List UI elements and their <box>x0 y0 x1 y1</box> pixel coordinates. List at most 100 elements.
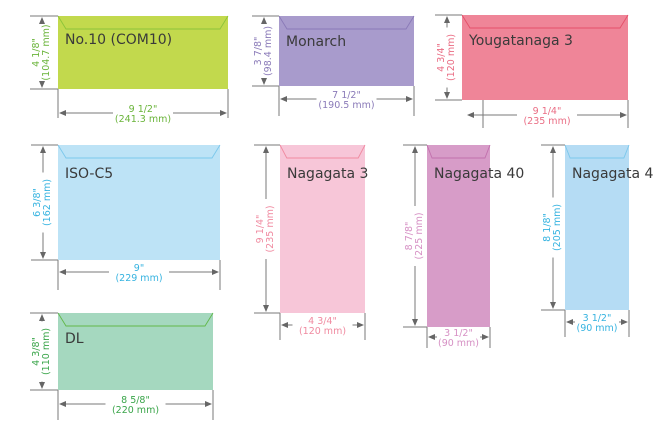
width-mm: (229 mm) <box>115 273 162 284</box>
envelope-flap <box>426 144 491 159</box>
arrow-right-icon <box>212 269 219 275</box>
arrow-down-icon <box>550 302 556 309</box>
width-mm: (90 mm) <box>576 323 617 334</box>
envelope-iso-c5: ISO-C5 6 3/8"(162 mm) 9"(229 mm) <box>31 144 221 290</box>
width-inches: 8 5/8" <box>121 395 150 406</box>
height-dimension: 8 7/8"(225 mm) <box>404 212 425 259</box>
height-dimension: 3 7/8"(98.4 mm) <box>253 26 274 76</box>
arrow-right-icon <box>482 334 489 340</box>
height-inches: 8 1/8" <box>542 213 553 242</box>
height-dimension: 8 1/8"(205 mm) <box>542 204 563 251</box>
envelope-body <box>280 145 365 313</box>
width-mm: (241.3 mm) <box>115 114 171 125</box>
envelope-body <box>427 145 490 327</box>
envelope-name: Nagagata 3 <box>287 166 368 182</box>
height-dimension: 6 3/8"(162 mm) <box>32 179 53 226</box>
envelope-body <box>58 145 220 260</box>
arrow-down-icon <box>39 81 45 88</box>
arrow-right-icon <box>220 110 227 116</box>
envelope-name: Monarch <box>286 34 346 50</box>
arrow-left-icon <box>280 96 287 102</box>
width-inches: 3 1/2" <box>583 313 612 324</box>
envelope-flap <box>279 144 366 159</box>
width-inches: 9 1/4" <box>533 106 562 117</box>
arrow-down-icon <box>39 382 45 389</box>
arrow-down-icon <box>261 78 267 85</box>
envelope-flap <box>278 15 415 30</box>
height-mm: (162 mm) <box>42 179 53 226</box>
arrow-down-icon <box>263 305 269 312</box>
envelope-flap <box>57 144 221 159</box>
height-inches: 4 1/8" <box>31 38 42 67</box>
arrow-up-icon <box>40 146 46 153</box>
arrow-down-icon <box>412 319 418 326</box>
arrow-left-icon <box>467 112 474 118</box>
height-mm: (120 mm) <box>446 34 457 81</box>
arrow-up-icon <box>39 17 45 24</box>
envelope-body <box>279 16 414 86</box>
arrow-left-icon <box>59 401 66 407</box>
width-mm: (190.5 mm) <box>318 100 374 111</box>
width-inches: 7 1/2" <box>332 90 361 101</box>
envelope-flap <box>461 14 629 29</box>
width-mm: (235 mm) <box>523 116 570 127</box>
envelope-nagagata-3: Nagagata 3 9 1/4"(235 mm) 4 3/4"(120 mm) <box>254 144 368 340</box>
height-inches: 4 3/4" <box>436 43 447 72</box>
arrow-right-icon <box>621 319 628 325</box>
width-inches: 9" <box>134 263 144 274</box>
width-inches: 4 3/4" <box>308 316 337 327</box>
height-inches: 9 1/4" <box>255 215 266 244</box>
envelope-name: Yougatanaga 3 <box>468 33 573 49</box>
height-dimension: 4 3/4"(120 mm) <box>436 34 457 81</box>
height-inches: 8 7/8" <box>404 222 415 251</box>
height-inches: 4 3/8" <box>31 337 42 366</box>
envelope-name: Nagagata 40 <box>434 166 524 182</box>
height-mm: (110 mm) <box>41 328 52 375</box>
arrow-left-icon <box>59 269 66 275</box>
envelope-yougatanaga-3: Yougatanaga 3 4 3/4"(120 mm) 9 1/4"(235 mm… <box>435 14 629 128</box>
arrow-left-icon <box>428 334 435 340</box>
envelope-flap <box>57 15 229 30</box>
arrow-up-icon <box>412 146 418 153</box>
arrow-right-icon <box>205 401 212 407</box>
height-dimension: 4 1/8"(104.7 mm) <box>31 24 52 80</box>
arrow-left-icon <box>566 319 573 325</box>
arrow-right-icon <box>620 112 627 118</box>
arrow-up-icon <box>39 314 45 321</box>
envelope-name: ISO-C5 <box>65 166 113 182</box>
height-dimension: 9 1/4"(235 mm) <box>255 205 276 252</box>
height-dimension: 4 3/8"(110 mm) <box>31 328 52 375</box>
envelope-flap <box>57 312 214 327</box>
width-mm: (90 mm) <box>438 338 479 349</box>
envelope-nagagata-40: Nagagata 40 8 7/8"(225 mm) 3 1/2"(90 mm) <box>403 144 524 349</box>
height-inches: 3 7/8" <box>253 37 264 66</box>
arrow-up-icon <box>550 146 556 153</box>
height-mm: (225 mm) <box>414 212 425 259</box>
arrow-up-icon <box>444 16 450 23</box>
width-mm: (120 mm) <box>299 326 346 337</box>
envelope-nagagata-4: Nagagata 48 1/8"(205 mm)3 1/2"(90 mm) <box>541 144 654 337</box>
arrow-down-icon <box>40 252 46 259</box>
height-mm: (235 mm) <box>265 205 276 252</box>
height-mm: (98.4 mm) <box>263 26 274 76</box>
arrow-right-icon <box>406 96 413 102</box>
envelope-body <box>462 15 628 100</box>
height-inches: 6 3/8" <box>32 188 43 217</box>
envelope-name: No.10 (COM10) <box>65 32 172 48</box>
arrow-up-icon <box>263 146 269 153</box>
envelope-no10: No.10 (COM10) 4 1/8"(104.7 mm) 9 1/2"(241.… <box>30 15 229 125</box>
arrow-left-icon <box>59 110 66 116</box>
envelope-dl: DL 4 3/8"(110 mm) 8 5/8"(220 mm) <box>30 312 214 420</box>
arrow-up-icon <box>261 17 267 24</box>
envelope-body <box>58 313 213 390</box>
envelope-body <box>58 16 228 89</box>
width-inches: 9 1/2" <box>129 104 158 115</box>
width-inches: 3 1/2" <box>444 328 473 339</box>
envelope-monarch: Monarch 3 7/8"(98.4 mm) 7 1/2"(190.5 mm) <box>252 15 415 116</box>
arrow-right-icon <box>357 322 364 328</box>
height-mm: (205 mm) <box>552 204 563 251</box>
arrow-left-icon <box>281 322 288 328</box>
width-mm: (220 mm) <box>112 405 159 416</box>
envelope-name: DL <box>65 331 84 347</box>
